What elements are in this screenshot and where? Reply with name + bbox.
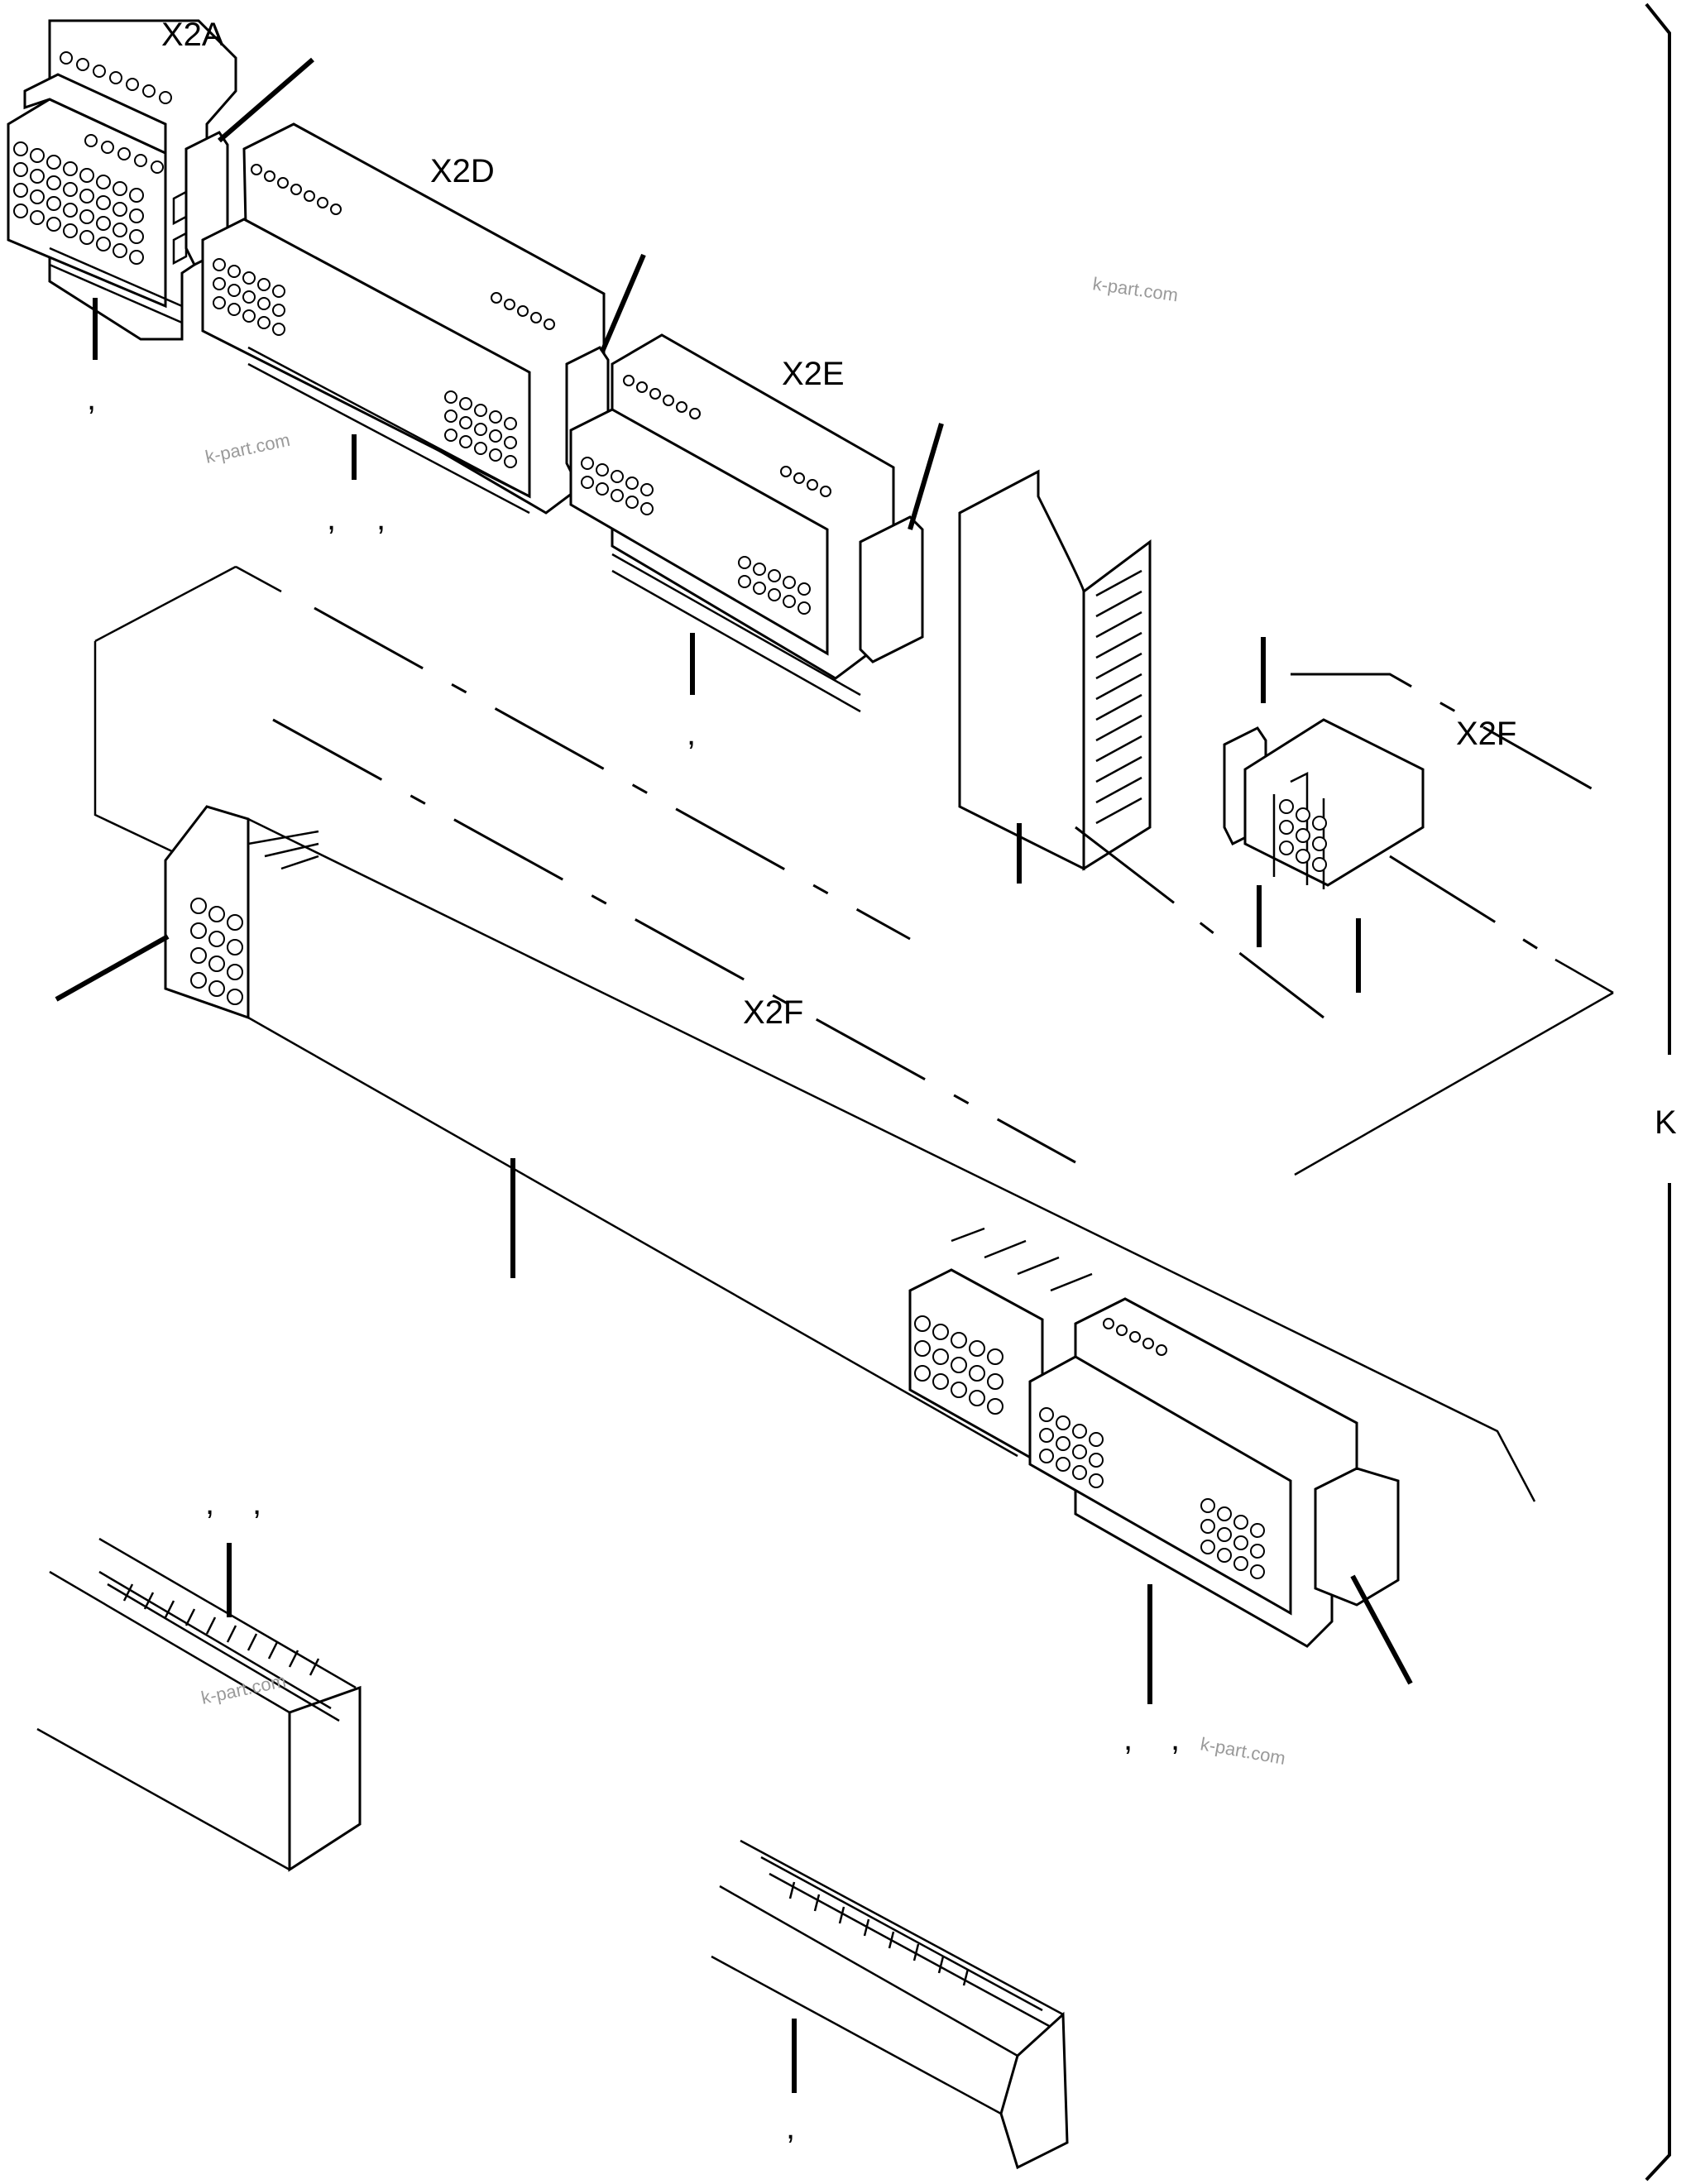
x2f-rail-holes — [190, 898, 243, 1005]
label-x2a: X2A — [161, 17, 224, 53]
label-x2f-top: X2F — [1456, 716, 1516, 752]
terminal-assembly-lower — [908, 1227, 1400, 1648]
x2f-small-holes — [1279, 799, 1327, 872]
wiring-duct — [36, 1537, 362, 1872]
watermark-4: k-part.com — [1199, 1733, 1287, 1769]
end-clamp-3 — [859, 515, 924, 663]
callout-2: , — [327, 500, 336, 537]
watermark-2: k-part.com — [204, 429, 292, 467]
label-x2f-mid: X2F — [743, 994, 803, 1031]
callout-5: , — [1123, 1721, 1133, 1757]
leader-lower-clamp — [1350, 1574, 1413, 1685]
terminal-block-x2e — [569, 333, 895, 713]
x2a-contact-holes — [13, 51, 172, 265]
leader-rail-end — [55, 934, 170, 1002]
leader-clamp-1 — [218, 57, 314, 143]
din-rail-x2f — [164, 805, 1536, 1502]
rail-outline — [93, 565, 1614, 1176]
terminal-block-x2a — [7, 19, 237, 341]
callout-1: , — [87, 381, 96, 417]
leader-clamp-2 — [600, 253, 646, 353]
lower-block-holes — [1039, 1318, 1265, 1579]
k-bracket — [1645, 2, 1671, 2182]
lower-left-holes — [914, 1315, 1003, 1415]
callout-7: , — [205, 1485, 214, 1521]
din-mounting-rail — [711, 1839, 1069, 2170]
callout-9: , — [786, 2110, 795, 2146]
leader-clamp-3 — [908, 423, 944, 530]
callout-4: , — [687, 716, 696, 752]
label-x2d: X2D — [430, 153, 495, 189]
x2d-contact-holes — [213, 164, 555, 468]
x2e-contact-holes — [581, 375, 831, 615]
label-k: K — [1655, 1104, 1677, 1141]
callout-3: , — [376, 500, 386, 537]
terminal-block-x2f-small — [1223, 718, 1425, 889]
callout-8: , — [252, 1485, 261, 1521]
cable-duct-cover — [958, 469, 1152, 871]
label-x2e: X2E — [782, 356, 845, 392]
terminal-block-x2d — [201, 122, 606, 515]
callout-6: , — [1171, 1721, 1180, 1757]
watermark-1: k-part.com — [1091, 273, 1179, 305]
